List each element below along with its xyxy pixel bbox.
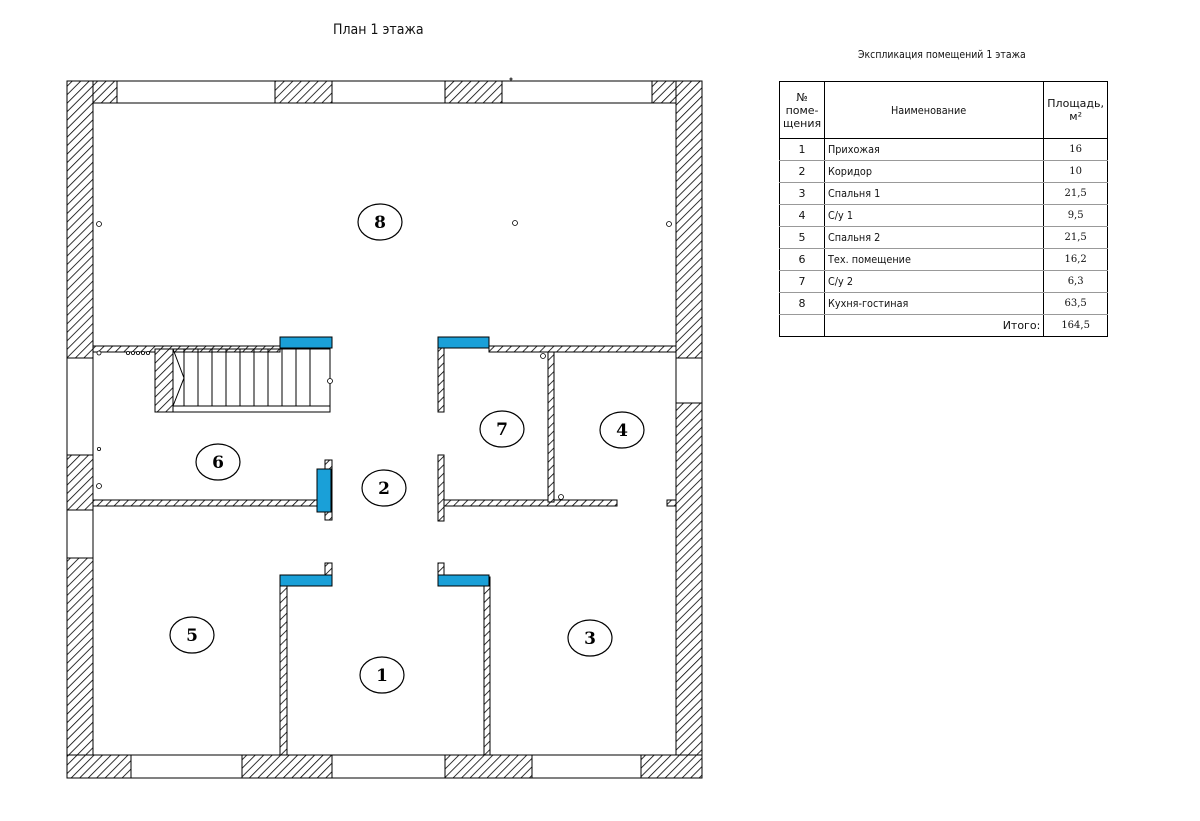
table-header-row: № поме- щения Наименование Площадь, м²	[778, 81, 1108, 139]
table-row: 7 С/у 2 6,3	[778, 270, 1108, 293]
room-6-label: 6	[212, 453, 224, 473]
room-4-marker: 4	[599, 411, 645, 449]
room-3-marker: 3	[567, 619, 613, 657]
explication-table: № поме- щения Наименование Площадь, м² 1…	[778, 81, 1108, 337]
row-name: Спальня 2	[824, 226, 1045, 249]
row-num: 7	[778, 270, 826, 293]
row-area: 9,5	[1043, 204, 1108, 227]
row-name: Спальня 1	[824, 182, 1045, 205]
row-area: 21,5	[1043, 182, 1108, 205]
room-1-marker: 1	[359, 656, 405, 694]
row-name: С/у 2	[824, 270, 1045, 293]
header-room-number: № поме- щения	[778, 81, 826, 139]
table-total-row: Итого: 164,5	[778, 314, 1108, 337]
header-name: Наименование	[824, 81, 1045, 139]
room-8-label: 8	[374, 213, 386, 233]
table-row: 3 Спальня 1 21,5	[778, 182, 1108, 205]
fixtures	[96, 77, 672, 500]
interior-walls	[92, 345, 677, 756]
room-markers: 8 7 4 6 2 5 1 3	[169, 203, 645, 694]
row-area: 10	[1043, 160, 1108, 183]
table-row: 5 Спальня 2 21,5	[778, 226, 1108, 249]
row-name: Кухня-гостиная	[824, 292, 1045, 315]
row-area: 16	[1043, 138, 1108, 161]
row-area: 16,2	[1043, 248, 1108, 271]
row-num: 1	[778, 138, 826, 161]
room-2-label: 2	[378, 479, 390, 499]
room-5-marker: 5	[169, 616, 215, 654]
room-5-label: 5	[186, 626, 198, 646]
room-1-label: 1	[376, 666, 388, 686]
row-area: 63,5	[1043, 292, 1108, 315]
doors	[279, 336, 490, 587]
row-num: 8	[778, 292, 826, 315]
staircase	[154, 348, 331, 413]
plan-title: План 1 этажа	[333, 22, 424, 38]
room-7-marker: 7	[479, 410, 525, 448]
row-name: Тех. помещение	[824, 248, 1045, 271]
row-num: 4	[778, 204, 826, 227]
table-row: 1 Прихожая 16	[778, 138, 1108, 161]
row-area: 21,5	[1043, 226, 1108, 249]
row-num: 2	[778, 160, 826, 183]
total-label: Итого:	[824, 314, 1045, 337]
total-value: 164,5	[1043, 314, 1108, 337]
room-3-label: 3	[584, 629, 596, 649]
table-row: 2 Коридор 10	[778, 160, 1108, 183]
row-num: 6	[778, 248, 826, 271]
row-name: Коридор	[824, 160, 1045, 183]
room-2-marker: 2	[361, 469, 407, 507]
row-name: Прихожая	[824, 138, 1045, 161]
row-name: С/у 1	[824, 204, 1045, 227]
total-empty-cell	[778, 314, 826, 337]
outer-walls	[66, 80, 703, 779]
header-area: Площадь, м²	[1043, 81, 1108, 139]
table-row: 6 Тех. помещение 16,2	[778, 248, 1108, 271]
room-4-label: 4	[616, 421, 628, 441]
room-6-marker: 6	[195, 443, 241, 481]
row-num: 5	[778, 226, 826, 249]
table-row: 4 С/у 1 9,5	[778, 204, 1108, 227]
room-7-label: 7	[496, 420, 508, 440]
table-row: 8 Кухня-гостиная 63,5	[778, 292, 1108, 315]
row-area: 6,3	[1043, 270, 1108, 293]
explication-title: Экспликация помещений 1 этажа	[858, 48, 1026, 61]
row-num: 3	[778, 182, 826, 205]
room-8-marker: 8	[357, 203, 403, 241]
